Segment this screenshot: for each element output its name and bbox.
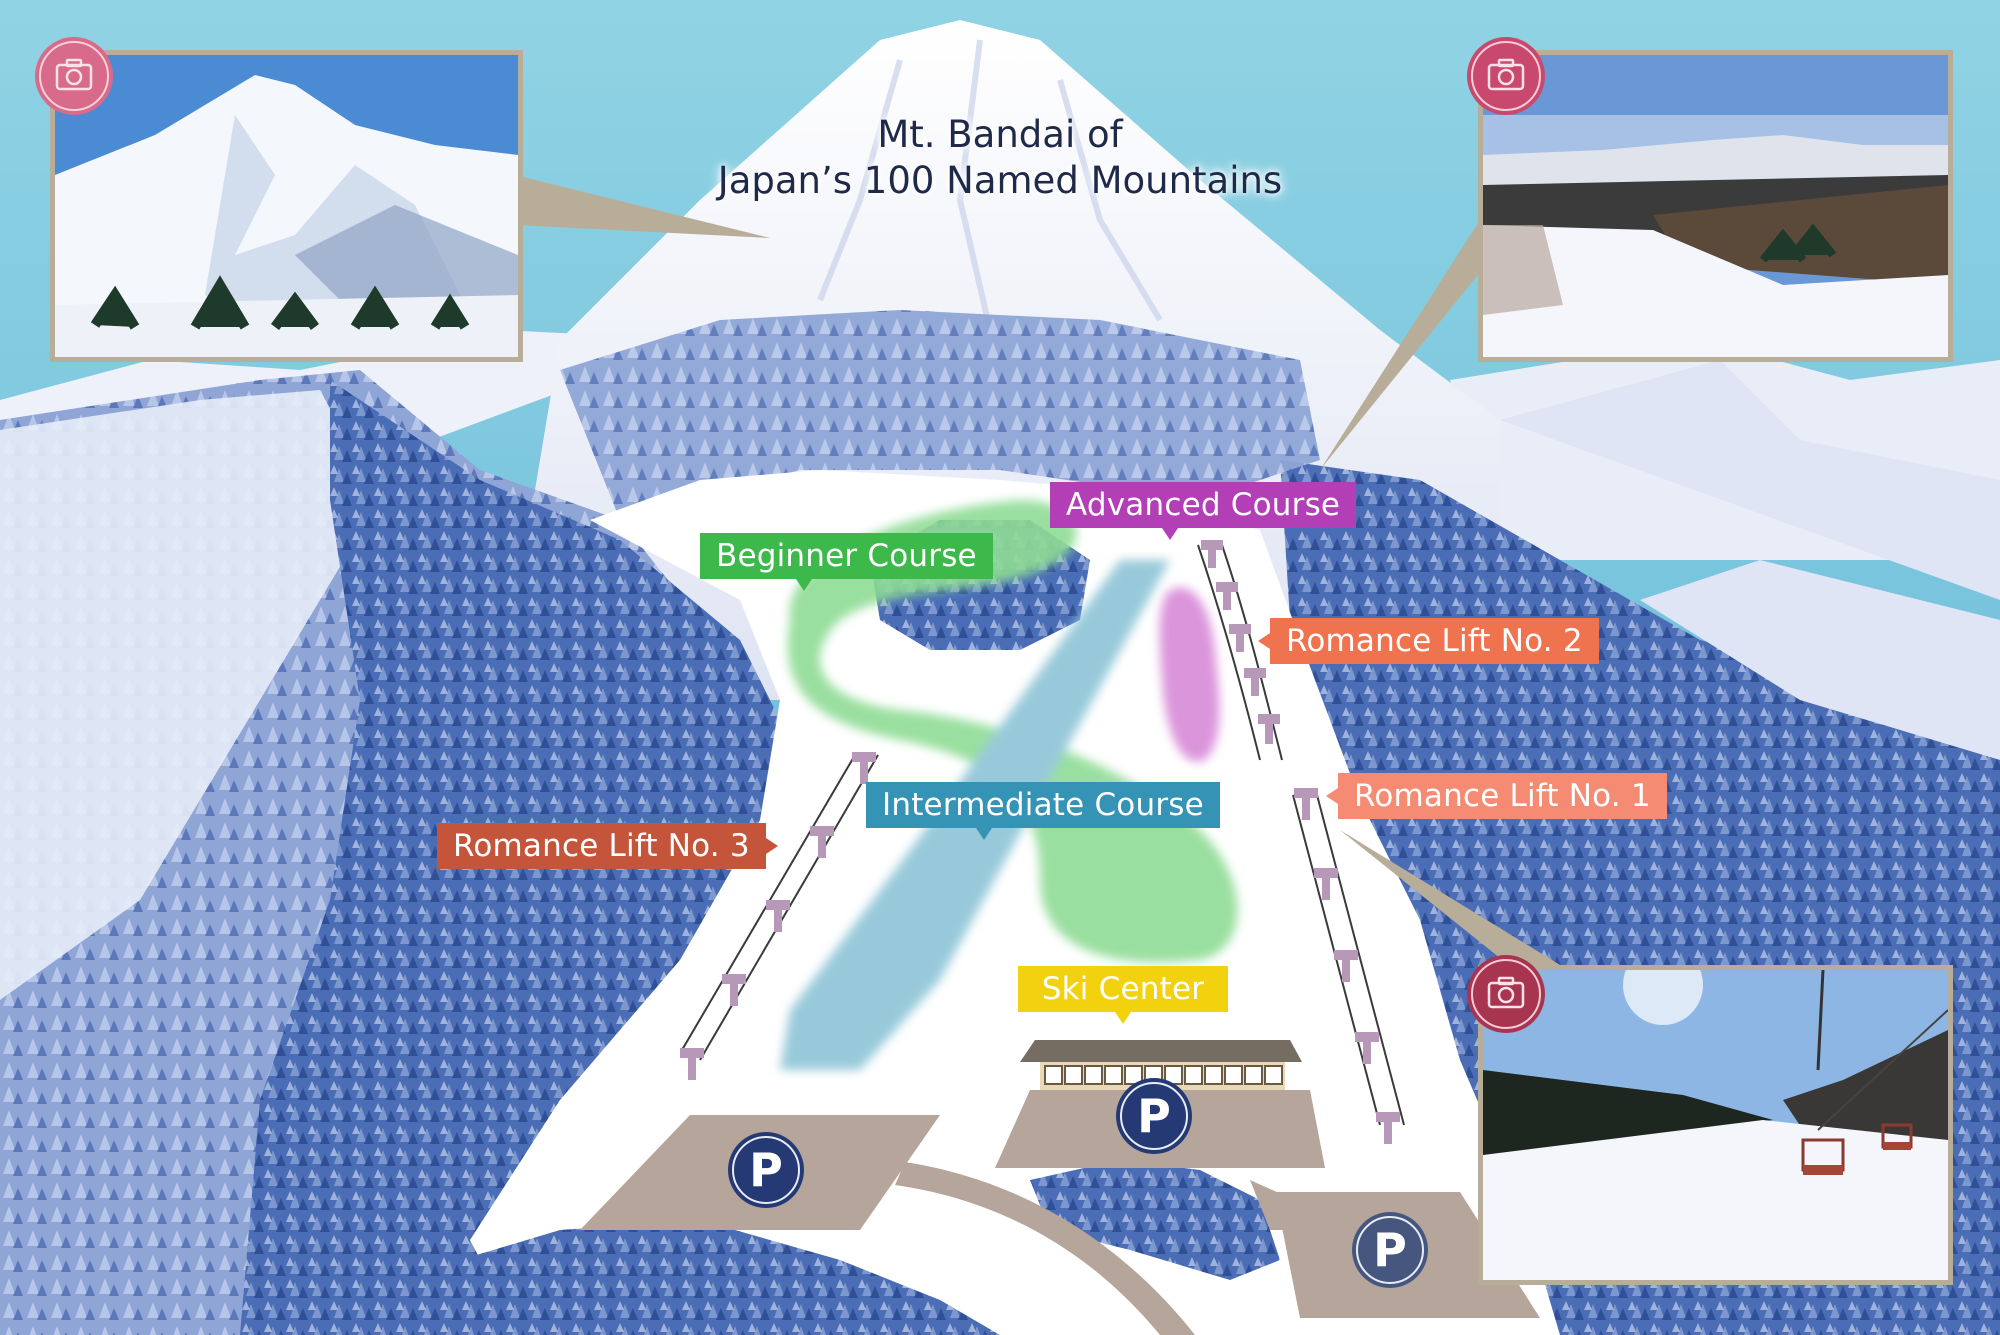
photo-mt-bandai-image — [55, 55, 518, 357]
photo-slope-view-image — [1483, 55, 1948, 357]
photo-mt-bandai[interactable] — [50, 50, 523, 362]
parking-icon[interactable]: P — [1116, 1078, 1192, 1154]
camera-icon[interactable] — [1467, 955, 1545, 1033]
photo-slope-view[interactable] — [1478, 50, 1953, 362]
label-intermediate-course[interactable]: Intermediate Course — [866, 782, 1220, 840]
lift-2-cable — [1197, 544, 1283, 761]
photo-chairlift[interactable] — [1478, 965, 1953, 1285]
camera-icon[interactable] — [35, 37, 113, 115]
label-beginner-course[interactable]: Beginner Course — [700, 533, 993, 591]
label-ski-center[interactable]: Ski Center — [1018, 966, 1228, 1024]
parking-icon[interactable]: P — [1352, 1212, 1428, 1288]
label-advanced-course[interactable]: Advanced Course — [1050, 482, 1357, 540]
ski-center-building — [1020, 1040, 1302, 1090]
label-romance-lift-1[interactable]: Romance Lift No. 1 — [1326, 773, 1667, 819]
mountain-title: Mt. Bandai of Japan’s 100 Named Mountain… — [717, 113, 1283, 202]
photo-chairlift-image — [1483, 970, 1948, 1280]
parking-icon[interactable]: P — [728, 1132, 804, 1208]
label-romance-lift-2[interactable]: Romance Lift No. 2 — [1258, 618, 1599, 664]
camera-icon[interactable] — [1467, 37, 1545, 115]
label-romance-lift-3[interactable]: Romance Lift No. 3 — [437, 823, 778, 869]
